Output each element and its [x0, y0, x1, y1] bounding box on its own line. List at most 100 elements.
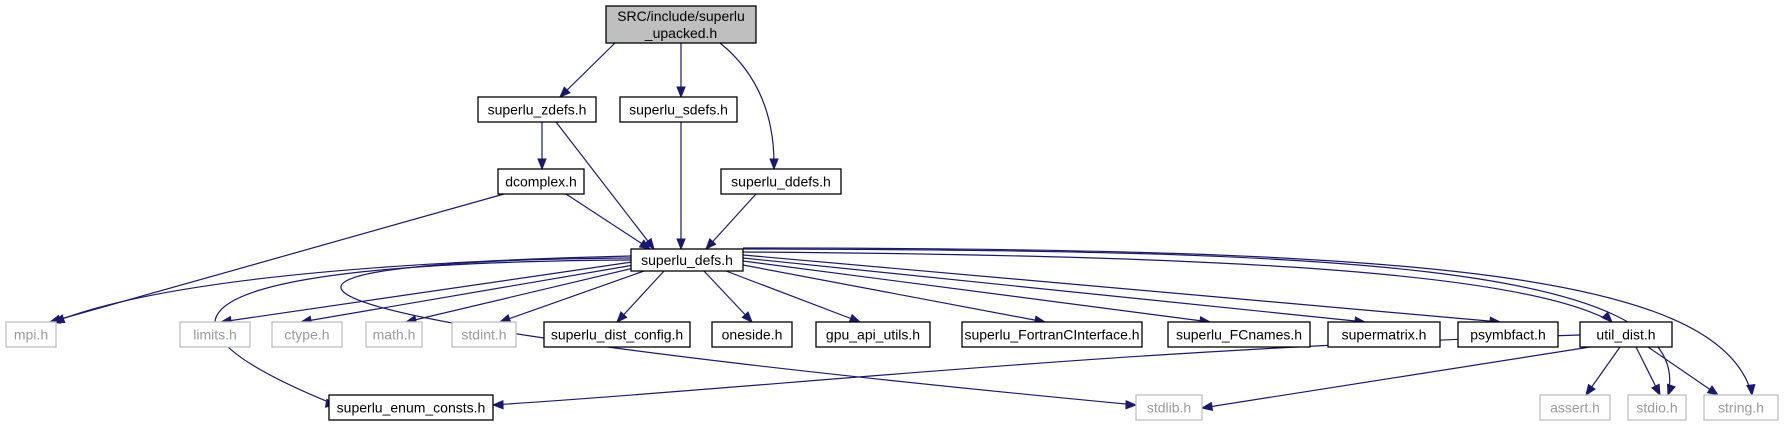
node-utildist[interactable]: util_dist.h	[1579, 321, 1673, 348]
edge-line	[742, 264, 1046, 323]
edge-defs-to-oneside	[703, 270, 753, 323]
edge-line	[742, 257, 1366, 323]
node-stdint: stdint.h	[451, 321, 517, 348]
edge-line	[742, 251, 1613, 323]
node-math: math.h	[365, 321, 423, 348]
node-assert: assert.h	[1539, 394, 1611, 421]
arrowhead-icon	[643, 237, 655, 251]
edge-utildist-to-stdlib	[1200, 346, 1591, 412]
edge-line	[405, 266, 639, 323]
node-label: math.h	[373, 327, 416, 343]
arrowhead-icon	[52, 314, 66, 324]
edge-defs-to-distconfig	[616, 270, 665, 323]
node-limits: limits.h	[179, 321, 251, 348]
node-box	[5, 321, 57, 348]
node-label: stdio.h	[1636, 400, 1677, 416]
arrowhead-icon	[1200, 401, 1214, 412]
node-ctype: ctype.h	[271, 321, 343, 348]
node-label: superlu_FCnames.h	[1176, 327, 1302, 343]
node-box	[1327, 321, 1441, 348]
node-label: superlu_FortranCInterface.h	[964, 327, 1139, 343]
edge-line	[555, 121, 655, 250]
arrowhead-icon	[616, 311, 628, 323]
edge-line	[499, 270, 645, 323]
node-label: superlu_defs.h	[641, 252, 733, 268]
node-stdlib: stdlib.h	[1135, 394, 1203, 421]
edge-line	[1647, 346, 1719, 396]
arrowhead-icon	[1651, 383, 1661, 397]
node-ddefs[interactable]: superlu_ddefs.h	[720, 168, 842, 195]
edge-defs-to-stdlib	[340, 257, 1138, 410]
node-box	[497, 168, 585, 195]
edge-line	[214, 259, 632, 406]
edge-defs-to-utildist	[742, 251, 1613, 323]
node-sdefs[interactable]: superlu_sdefs.h	[619, 96, 738, 123]
node-label: SRC/include/superlu	[617, 8, 745, 24]
node-enum[interactable]: superlu_enum_consts.h	[328, 394, 494, 421]
node-label: oneside.h	[722, 327, 783, 343]
edge-line	[220, 261, 633, 323]
edge-line	[300, 264, 635, 323]
node-label: ctype.h	[284, 327, 329, 343]
node-label: assert.h	[1550, 400, 1600, 416]
arrowhead-icon	[676, 86, 686, 99]
node-psymbfact[interactable]: psymbfact.h	[1457, 321, 1559, 348]
edge-line	[565, 193, 651, 250]
arrowhead-icon	[1601, 311, 1613, 323]
edge-line	[1201, 346, 1591, 409]
node-gpu[interactable]: gpu_api_utils.h	[815, 321, 931, 348]
node-dcomplex[interactable]: dcomplex.h	[497, 168, 585, 195]
node-root[interactable]: SRC/include/superlu_upacked.h	[605, 5, 757, 44]
node-fcnames[interactable]: superlu_FCnames.h	[1167, 321, 1311, 348]
node-oneside[interactable]: oneside.h	[711, 321, 793, 348]
node-box	[619, 96, 738, 123]
node-zdefs[interactable]: superlu_zdefs.h	[477, 96, 597, 123]
edge-line	[703, 270, 753, 323]
node-label: dcomplex.h	[505, 174, 577, 190]
node-label: psymbfact.h	[1470, 327, 1545, 343]
node-label: superlu_sdefs.h	[629, 102, 728, 118]
arrowhead-icon	[498, 314, 512, 323]
edge-zdefs-to-dcomplex	[537, 122, 547, 171]
arrowhead-icon	[1125, 400, 1138, 410]
edge-line	[719, 42, 775, 170]
edge-defs-to-math	[404, 266, 639, 325]
node-supermatrix[interactable]: supermatrix.h	[1327, 321, 1441, 348]
node-box	[605, 5, 757, 44]
node-box	[179, 321, 251, 348]
node-box	[815, 321, 931, 348]
node-distconfig[interactable]: superlu_dist_config.h	[543, 321, 691, 348]
arrowhead-icon	[638, 239, 652, 250]
node-box	[1579, 321, 1673, 348]
node-label: superlu_enum_consts.h	[337, 400, 486, 416]
node-defs[interactable]: superlu_defs.h	[630, 248, 744, 272]
edge-defs-to-psymbfact	[742, 254, 1502, 326]
node-fortran[interactable]: superlu_FortranCInterface.h	[961, 321, 1143, 348]
edge-line	[742, 254, 1501, 323]
node-box	[711, 321, 793, 348]
edge-dcomplex-to-defs	[565, 193, 652, 250]
arrowhead-icon	[848, 313, 862, 323]
node-stdio: stdio.h	[1627, 394, 1687, 421]
edge-root-to-sdefs	[676, 43, 686, 99]
node-box	[961, 321, 1143, 348]
arrowhead-icon	[676, 238, 686, 251]
edge-layer	[48, 42, 1756, 412]
edge-defs-to-fcnames	[742, 260, 1212, 326]
edge-utildist-to-assert	[1585, 346, 1621, 397]
edge-line	[340, 257, 1137, 406]
edge-line	[559, 42, 616, 98]
edge-utildist-to-stdio	[1635, 346, 1661, 397]
node-label: supermatrix.h	[1342, 327, 1427, 343]
edge-ddefs-to-defs	[705, 193, 757, 250]
node-box	[365, 321, 423, 348]
node-mpi: mpi.h	[5, 321, 57, 348]
edge-line	[725, 270, 861, 323]
edge-root-to-ddefs	[719, 42, 779, 171]
arrowhead-icon	[1666, 383, 1676, 397]
node-label: stdint.h	[461, 327, 506, 343]
node-box	[271, 321, 343, 348]
edge-utildist-to-string	[1647, 346, 1720, 396]
edge-defs-to-string	[742, 247, 1756, 397]
node-label: limits.h	[193, 327, 237, 343]
